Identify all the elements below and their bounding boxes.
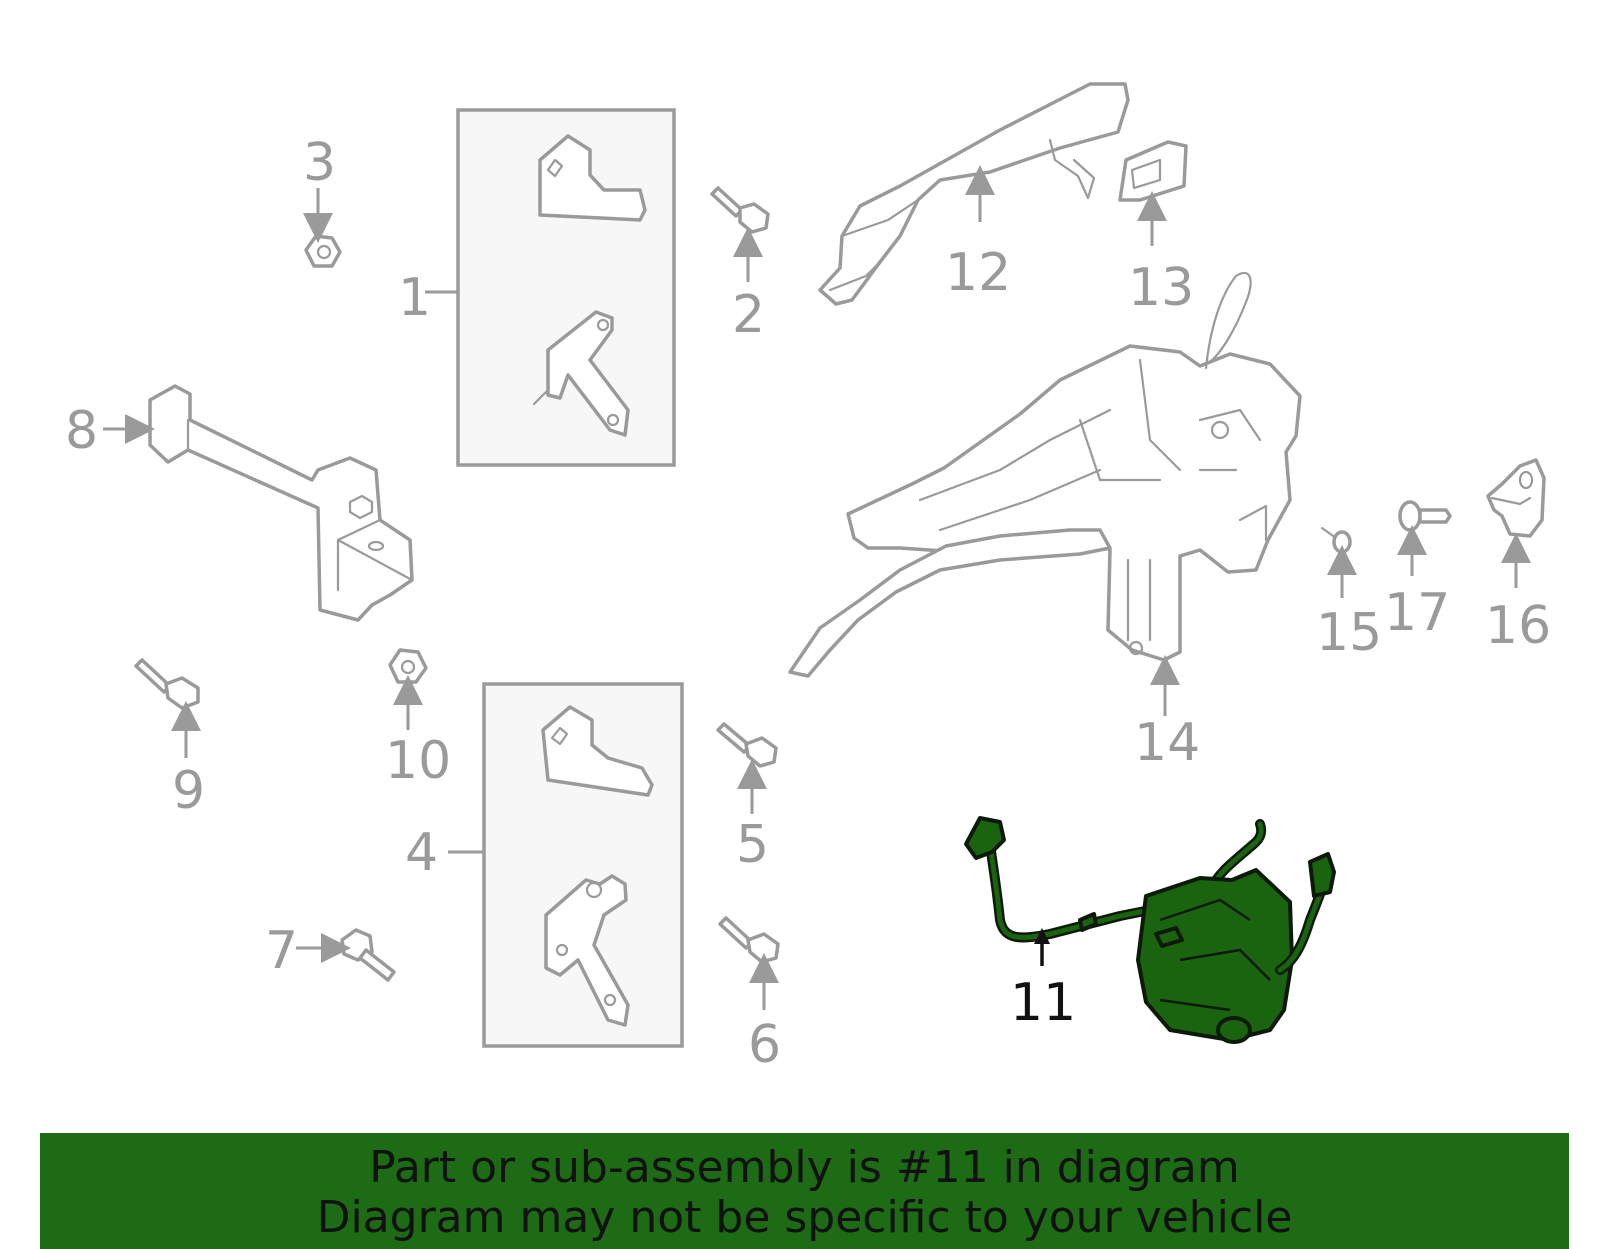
part-4-hinge-kit[interactable]: [482, 682, 684, 1048]
leader-11-arrow: [1034, 928, 1050, 944]
part-5-bolt[interactable]: [716, 722, 778, 768]
part-13-handle-bracket[interactable]: [1118, 140, 1188, 202]
callout-8: 8: [65, 401, 98, 461]
part-9-bolt[interactable]: [134, 658, 200, 710]
callout-13: 13: [1128, 258, 1194, 318]
part-3-nut[interactable]: [304, 234, 342, 268]
banner-line-2: Diagram may not be specific to your vehi…: [316, 1192, 1293, 1243]
part-15-clip[interactable]: [1320, 526, 1352, 554]
part-8-door-check[interactable]: [148, 384, 414, 622]
callout-7: 7: [265, 921, 298, 981]
callout-10: 10: [385, 731, 451, 791]
callout-15: 15: [1316, 603, 1382, 663]
callout-11: 11: [1010, 973, 1076, 1033]
callout-2: 2: [732, 285, 765, 345]
callout-5: 5: [736, 815, 769, 875]
callout-12: 12: [945, 243, 1011, 303]
callout-3: 3: [303, 133, 336, 193]
callout-14: 14: [1134, 713, 1200, 773]
part-17-screw[interactable]: [1398, 500, 1452, 532]
callout-1: 1: [398, 268, 431, 328]
callout-9: 9: [172, 761, 205, 821]
info-banner: Part or sub-assembly is #11 in diagram D…: [40, 1133, 1569, 1249]
part-10-nut[interactable]: [388, 648, 428, 684]
part-1-hinge-kit[interactable]: [456, 108, 676, 467]
part-11-wiring-harness-highlighted[interactable]: [964, 816, 1336, 1044]
callout-16: 16: [1485, 596, 1551, 656]
callout-4: 4: [405, 823, 438, 883]
part-14-door-latch-carrier[interactable]: [788, 271, 1302, 678]
callout-17: 17: [1384, 583, 1450, 643]
part-2-bolt[interactable]: [710, 186, 770, 234]
banner-line-1: Part or sub-assembly is #11 in diagram: [369, 1142, 1240, 1193]
part-6-bolt[interactable]: [718, 916, 780, 964]
part-12-outside-handle[interactable]: [818, 82, 1130, 306]
part-7-bolt[interactable]: [340, 928, 396, 982]
part-16-striker[interactable]: [1486, 458, 1546, 538]
callout-6: 6: [748, 1015, 781, 1075]
